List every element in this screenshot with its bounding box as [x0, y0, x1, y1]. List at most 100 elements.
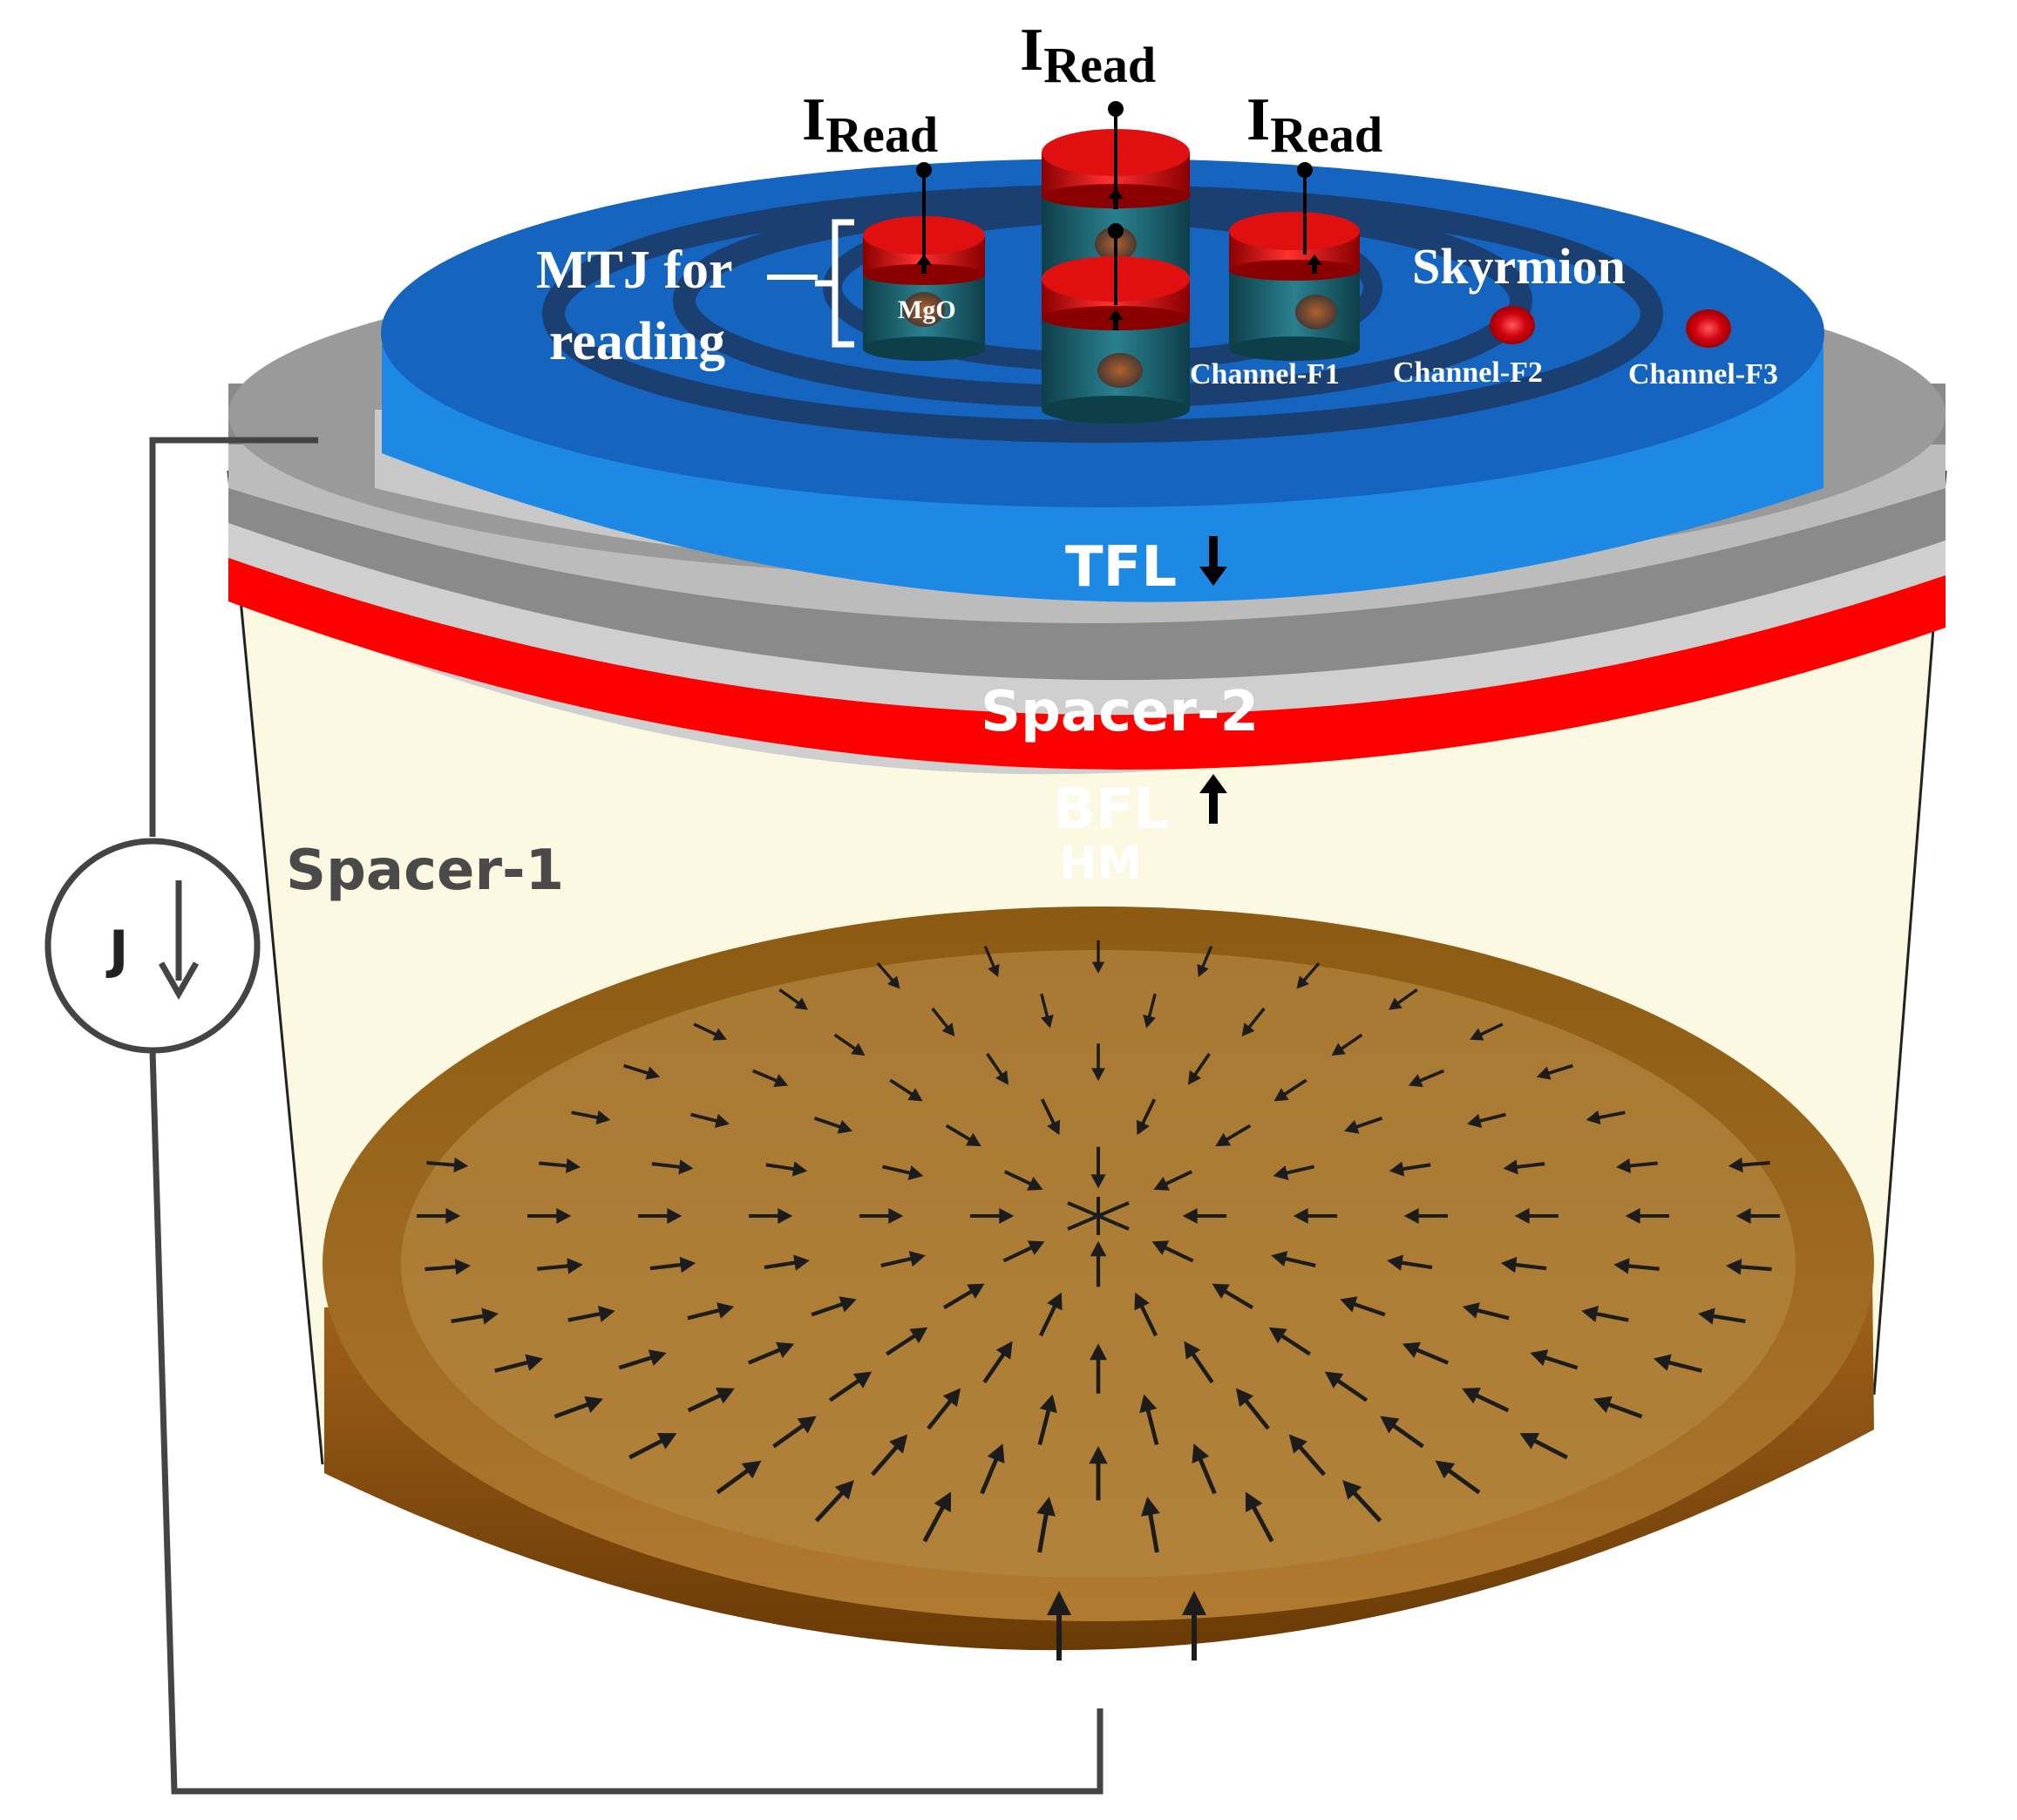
magnetization-arrow-icon: [567, 1310, 607, 1322]
magnetization-arrowhead-icon: [1625, 1208, 1640, 1224]
magnetization-arrowhead-icon: [907, 1088, 923, 1102]
magnetization-arrow-icon: [942, 1287, 978, 1310]
magnetization-arrowhead-icon: [584, 1396, 604, 1414]
mgo-label: MgO: [898, 295, 956, 324]
magnetization-arrowhead-icon: [597, 1305, 615, 1322]
magnetization-arrowhead-icon: [1151, 1240, 1170, 1255]
magnetization-arrowhead-icon: [1613, 1258, 1630, 1274]
magnetization-arrowhead-icon: [1241, 1022, 1255, 1037]
magnetization-arrowhead-icon: [1273, 1088, 1289, 1102]
magnetization-arrow-icon: [1410, 1345, 1450, 1365]
magnetization-arrowhead-icon: [1324, 1371, 1344, 1389]
magnetization-arrowhead-icon: [1470, 1028, 1484, 1041]
magnetization-arrowhead-icon: [889, 1434, 908, 1454]
magnetization-arrow-icon: [1144, 1403, 1159, 1446]
magnetization-arrowhead-icon: [1182, 1591, 1206, 1615]
reference-layer-label: Reference Layer: [898, 1642, 1426, 1709]
j-label: J: [105, 920, 128, 981]
magnetization-arrowhead-icon: [1340, 1296, 1358, 1313]
skyrmion-label: Skyrmion: [1412, 238, 1626, 295]
magnetization-arrowhead-icon: [1091, 1068, 1105, 1082]
tfl-magnetization-down-icon: [1199, 536, 1227, 586]
magnetization-arrowhead-icon: [678, 1159, 694, 1175]
mtj-bracket: [815, 219, 854, 348]
magnetization-arrowhead-icon: [481, 1307, 499, 1325]
magnetization-arrowhead-icon: [1581, 1305, 1599, 1322]
magnetization-arrow-icon: [927, 1395, 956, 1430]
magnetization-arrowhead-icon: [712, 1028, 727, 1041]
magnetization-arrowhead-icon: [1388, 997, 1402, 1010]
magnetization-arrowhead-icon: [1271, 1251, 1288, 1267]
magnetization-arrowhead-icon: [995, 1070, 1009, 1085]
current-source-circle: [44, 838, 261, 1054]
magnetization-arrow-icon: [451, 1313, 490, 1324]
magnetization-arrowhead-icon: [716, 1387, 735, 1404]
magnetization-arrowhead-icon: [741, 1460, 762, 1479]
magnetization-arrowhead-icon: [1500, 1256, 1518, 1273]
magnetization-arrowhead-icon: [1182, 1208, 1198, 1224]
magnetization-arrowhead-icon: [1389, 1161, 1405, 1177]
magnetization-arrowhead-icon: [1235, 1388, 1254, 1408]
magnetization-arrowhead-icon: [1089, 1445, 1108, 1464]
magnetization-arrow-icon: [1538, 1354, 1579, 1370]
magnetization-arrowhead-icon: [941, 1022, 955, 1037]
magnetization-arrowhead-icon: [837, 1119, 852, 1134]
magnetization-arrowhead-icon: [1331, 1042, 1346, 1056]
magnetization-arrow-icon: [980, 1452, 1002, 1495]
magnetization-arrowhead-icon: [714, 1113, 730, 1128]
magnetization-arrowhead-icon: [1435, 1460, 1456, 1479]
magnetization-arrowhead-icon: [1090, 1174, 1106, 1189]
magnetization-arrow-icon: [1707, 1313, 1746, 1324]
magnetization-arrowhead-icon: [1245, 1491, 1263, 1513]
magnetization-arrow-icon: [1187, 1348, 1214, 1384]
bfl-magnetization-up-icon: [1199, 774, 1227, 824]
magnetization-arrowhead-icon: [595, 1110, 611, 1125]
magnetization-arrowhead-icon: [793, 1254, 810, 1271]
magnetization-arrowhead-icon: [1136, 1119, 1150, 1136]
magnetization-arrow-icon: [922, 1500, 948, 1543]
magnetization-arrowhead-icon: [797, 1416, 817, 1434]
magnetization-arrowhead-icon: [851, 1042, 866, 1056]
channel-f1-label: Channel-F1: [1190, 358, 1340, 390]
magnetization-arrow-icon: [1038, 1300, 1060, 1337]
magnetization-arrow-icon: [814, 1486, 849, 1523]
bfl-label: BFL: [1053, 778, 1169, 842]
magnetization-arrowhead-icon: [1698, 1307, 1715, 1325]
magnetization-arrow-icon: [828, 1375, 866, 1402]
current-direction-arrow-icon: [158, 880, 200, 1001]
magnetization-arrowhead-icon: [1293, 1208, 1308, 1224]
magnetization-arrowhead-icon: [567, 1258, 583, 1274]
magnetization-arrow-icon: [553, 1400, 594, 1419]
magnetization-arrowhead-icon: [1342, 1480, 1362, 1500]
magnetization-arrowhead-icon: [1530, 1349, 1549, 1367]
magnetization-arrowhead-icon: [987, 1443, 1005, 1463]
magnetization-arrowhead-icon: [645, 1066, 661, 1080]
magnetization-arrowhead-icon: [887, 975, 900, 989]
magnetization-arrowhead-icon: [453, 1157, 469, 1173]
tfl-label: TFL: [1065, 535, 1177, 600]
magnetization-arrowhead-icon: [656, 1433, 677, 1450]
mtj-left: [863, 162, 985, 361]
skyrmion-f3: [1686, 309, 1731, 348]
magnetization-arrowhead-icon: [1273, 1165, 1289, 1180]
magnetization-arrowhead-icon: [1215, 1132, 1232, 1147]
magnetization-arrowhead-icon: [942, 1388, 961, 1408]
magnetization-arrowhead-icon: [1593, 1396, 1613, 1414]
magnetization-arrowhead-icon: [445, 1208, 461, 1224]
magnetization-arrowhead-icon: [1726, 1259, 1742, 1275]
magnetization-arrow-icon: [1146, 1507, 1159, 1553]
magnetization-arrow-icon: [1602, 1400, 1643, 1419]
magnetization-arrowhead-icon: [1735, 1208, 1751, 1224]
magnetization-arrowhead-icon: [778, 1208, 793, 1224]
magnetization-arrowhead-icon: [1047, 1591, 1071, 1615]
magnetization-arrowhead-icon: [1192, 1443, 1210, 1463]
magnetization-arrow-icon: [1195, 1452, 1217, 1495]
magnetization-arrowhead-icon: [1288, 1434, 1307, 1454]
magnetization-arrowhead-icon: [1296, 975, 1309, 989]
magnetization-arrow-icon: [1037, 1507, 1050, 1553]
magnetization-arrow-icon: [747, 1345, 786, 1365]
iread-label-center: IRead: [1020, 17, 1156, 93]
magnetization-arrowhead-icon: [556, 1208, 572, 1224]
magnetization-arrow-icon: [494, 1359, 534, 1373]
